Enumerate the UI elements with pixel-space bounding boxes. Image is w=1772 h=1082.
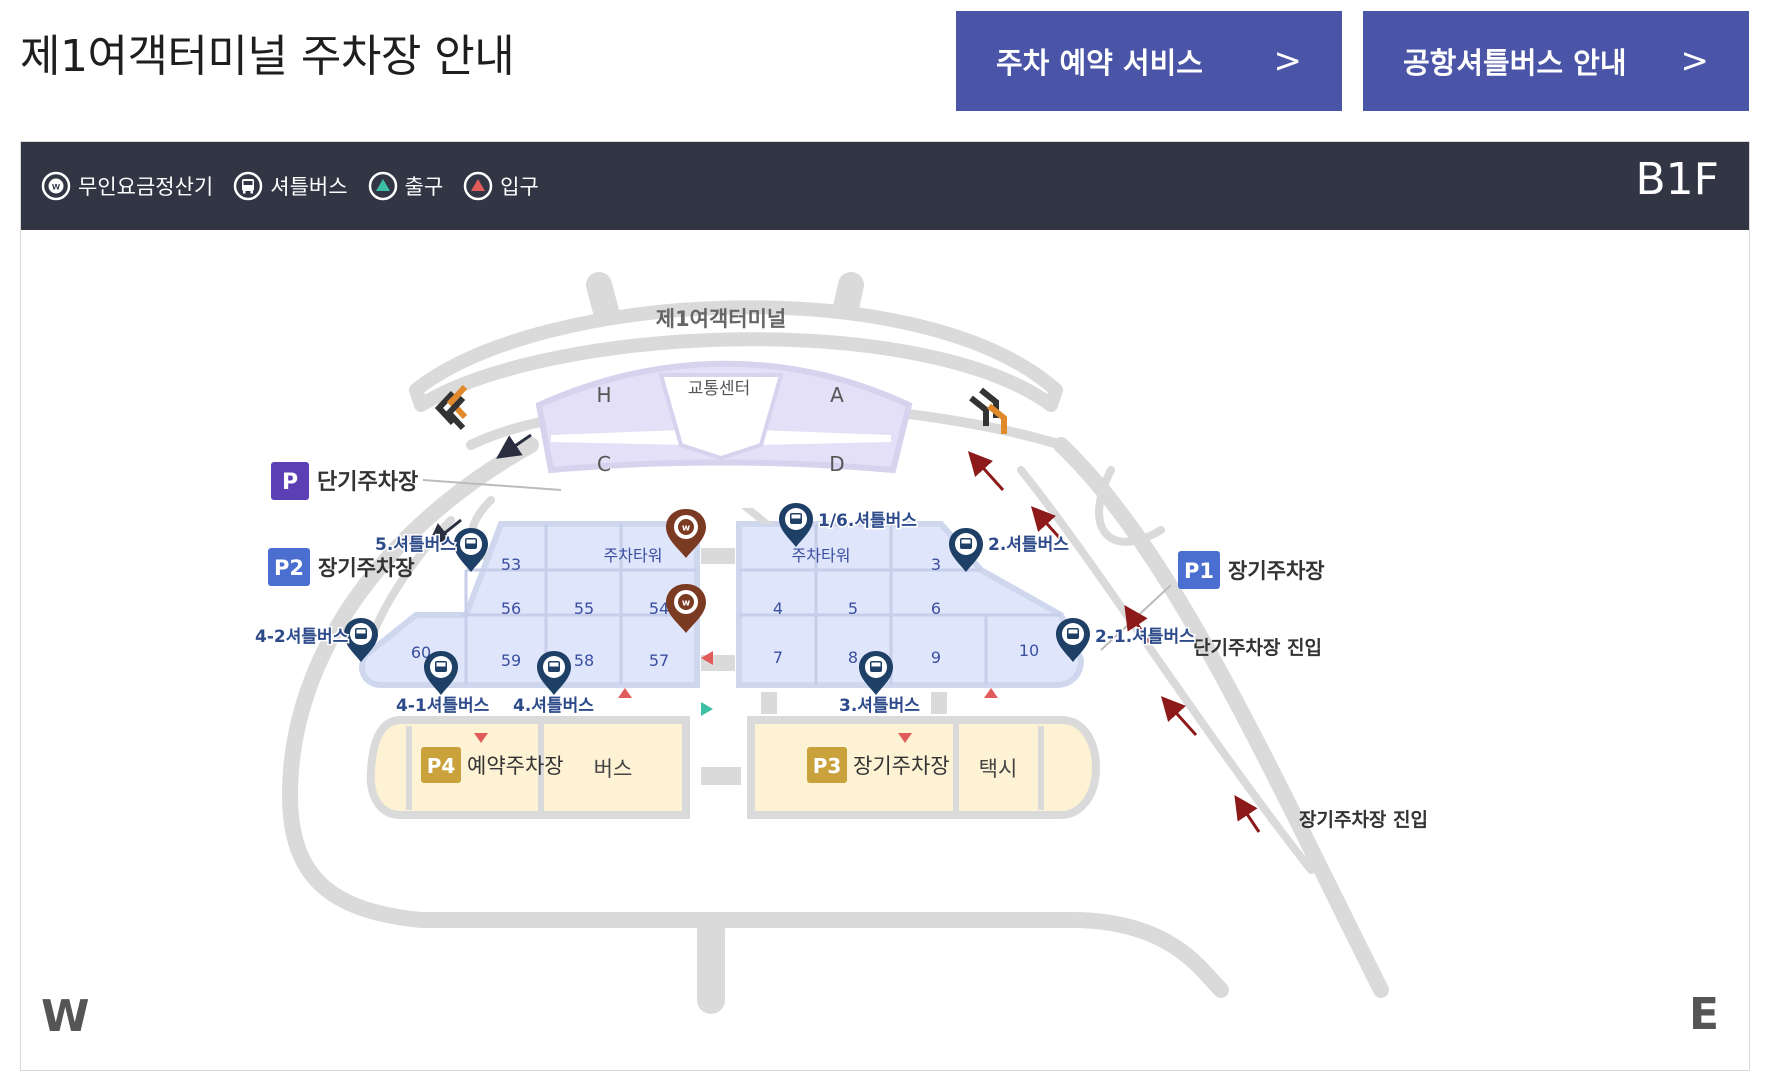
lot-p4-reserved[interactable]: P4 예약주차장 bbox=[421, 747, 564, 783]
lot-p3-badge: P3 bbox=[813, 754, 842, 778]
area-55-label: 55 bbox=[574, 599, 594, 618]
parking-map-panel: w 무인요금정산기 셔틀버스 출구 bbox=[20, 141, 1750, 1071]
zone-h-label: H bbox=[596, 383, 611, 407]
shuttle-stop-5-label: 5.셔틀버스 bbox=[375, 535, 456, 555]
shuttle-stop-3-label: 3.셔틀버스 bbox=[839, 696, 920, 716]
page-title: 제1여객터미널 주차장 안내 bbox=[20, 31, 515, 82]
area-60-label: 60 bbox=[411, 643, 431, 662]
entrance-marker bbox=[618, 688, 632, 698]
area-9-label: 9 bbox=[931, 648, 941, 667]
map-legend: w 무인요금정산기 셔틀버스 출구 bbox=[41, 142, 559, 230]
legend-bar: w 무인요금정산기 셔틀버스 출구 bbox=[21, 142, 1749, 230]
entrance-marker bbox=[701, 651, 713, 665]
zone-d-label: D bbox=[829, 452, 844, 476]
svg-text:w: w bbox=[51, 182, 60, 193]
shuttle-stop-4-label: 4.셔틀버스 bbox=[513, 696, 594, 716]
legend-item-entrance: 입구 bbox=[463, 171, 539, 201]
short-term-entry-label: 단기주차장 진입 bbox=[1193, 637, 1322, 659]
parking-block-east: 주차타워 3 4 5 6 7 8 9 10 bbox=[736, 521, 1085, 688]
terminal-building: 제1여객터미널 bbox=[409, 272, 1063, 412]
parking-map: w 제1여객터미널 bbox=[254, 272, 1428, 1014]
area-57-label: 57 bbox=[649, 651, 669, 670]
shuttle-pin-icon[interactable] bbox=[537, 651, 571, 695]
area-4-label: 4 bbox=[773, 599, 783, 618]
parking-block-west: 주차타워 53 56 55 54 59 58 57 60 bbox=[359, 521, 700, 688]
lot-p2-badge: P2 bbox=[274, 556, 304, 580]
area-53-label: 53 bbox=[501, 555, 521, 574]
legend-pay-station-label: 무인요금정산기 bbox=[78, 175, 214, 199]
entrance-icon bbox=[463, 171, 493, 201]
lot-p-badge: P bbox=[282, 470, 298, 495]
traffic-center-label: 교통센터 bbox=[688, 379, 751, 399]
entrance-marker bbox=[898, 733, 912, 743]
shuttle-stop-4-1-label: 4-1셔틀버스 bbox=[396, 696, 490, 716]
bus-area-label: 버스 bbox=[594, 757, 633, 781]
lower-lots-east: 택시 bbox=[747, 716, 1101, 819]
area-54-label: 54 bbox=[649, 599, 669, 618]
legend-item-exit: 출구 bbox=[368, 171, 444, 201]
shuttle-stop-2-1-label: 2-1.셔틀버스 bbox=[1095, 627, 1195, 647]
exit-icon bbox=[368, 171, 397, 201]
area-56-label: 56 bbox=[501, 599, 521, 618]
entrance-exit-markers bbox=[474, 651, 998, 743]
shuttle-bus-icon bbox=[234, 171, 263, 201]
entry-arrows bbox=[426, 433, 1261, 833]
area-6-label: 6 bbox=[931, 599, 941, 618]
tower-left-label: 주차타워 bbox=[604, 546, 663, 565]
area-5-label: 5 bbox=[848, 599, 858, 618]
walkway-connectors bbox=[701, 508, 947, 785]
tower-right-label: 주차타워 bbox=[792, 546, 851, 565]
lot-p3-long[interactable]: P3 장기주차장 bbox=[807, 747, 950, 783]
chevron-right-icon: > bbox=[1680, 41, 1710, 81]
gate-chevron-left-icon bbox=[434, 384, 468, 431]
shuttle-pin-icon[interactable] bbox=[859, 651, 893, 695]
area-7-label: 7 bbox=[773, 648, 783, 667]
entrance-marker bbox=[474, 733, 488, 743]
compass-east: E bbox=[1688, 989, 1719, 1040]
lot-p1-label: 장기주차장 bbox=[1228, 559, 1325, 583]
terminal-label: 제1여객터미널 bbox=[656, 307, 787, 331]
lot-p1-badge: P1 bbox=[1184, 559, 1214, 583]
legend-item-pay-station: w 무인요금정산기 bbox=[41, 171, 213, 201]
legend-exit-label: 출구 bbox=[404, 175, 444, 199]
shuttle-pin-icon[interactable] bbox=[424, 651, 458, 695]
area-3-label: 3 bbox=[931, 555, 941, 574]
lot-p4-badge: P4 bbox=[427, 754, 456, 778]
shuttle-stop-2-label: 2.셔틀버스 bbox=[988, 535, 1069, 555]
legend-shuttle-label: 셔틀버스 bbox=[270, 175, 348, 199]
lot-p3-label: 장기주차장 bbox=[853, 754, 950, 778]
legend-item-shuttle: 셔틀버스 bbox=[233, 171, 348, 201]
floor-label: B1F bbox=[1635, 154, 1720, 205]
area-8-label: 8 bbox=[848, 648, 858, 667]
zone-a-label: A bbox=[830, 383, 844, 407]
compass-west: W bbox=[41, 991, 90, 1042]
lot-p-short[interactable]: P 단기주차장 bbox=[271, 462, 562, 500]
area-58-label: 58 bbox=[574, 651, 594, 670]
taxi-area-label: 택시 bbox=[979, 757, 1018, 781]
zone-c-label: C bbox=[597, 452, 611, 476]
long-term-entry-label: 장기주차장 진입 bbox=[1299, 809, 1428, 831]
lot-p-label: 단기주차장 bbox=[317, 470, 418, 495]
chevron-right-icon: > bbox=[1273, 41, 1303, 81]
area-59-label: 59 bbox=[501, 651, 521, 670]
shuttle-stop-1-6-label: 1/6.셔틀버스 bbox=[818, 511, 917, 531]
lot-p4-label: 예약주차장 bbox=[467, 754, 564, 778]
shuttle-stops: 1/6.셔틀버스 2.셔틀버스 2-1.셔틀버스 3.셔틀버스 4.셔틀버스 4… bbox=[254, 503, 1197, 718]
entrance-marker bbox=[984, 688, 998, 698]
pay-station-icon: w bbox=[41, 171, 71, 201]
legend-entrance-label: 입구 bbox=[500, 175, 539, 199]
airport-shuttle-info-button[interactable]: 공항셔틀버스 안내 > bbox=[1363, 11, 1749, 111]
airport-shuttle-info-label: 공항셔틀버스 안내 bbox=[1403, 46, 1627, 80]
parking-reservation-button[interactable]: 주차 예약 서비스 > bbox=[956, 11, 1342, 111]
parking-reservation-label: 주차 예약 서비스 bbox=[996, 46, 1203, 80]
traffic-center: 교통센터 H A C D bbox=[535, 360, 913, 476]
lot-p2-long[interactable]: P2 장기주차장 bbox=[268, 548, 415, 586]
area-10-label: 10 bbox=[1019, 641, 1039, 660]
exit-marker bbox=[701, 702, 713, 716]
shuttle-stop-4-2-label: 4-2셔틀버스 bbox=[255, 627, 349, 647]
lot-p1-long[interactable]: P1 장기주차장 bbox=[1100, 551, 1325, 651]
gate-chevron-right-icon bbox=[969, 387, 1007, 434]
lower-lots-west: 버스 bbox=[366, 716, 690, 819]
lot-p2-label: 장기주차장 bbox=[318, 556, 415, 580]
